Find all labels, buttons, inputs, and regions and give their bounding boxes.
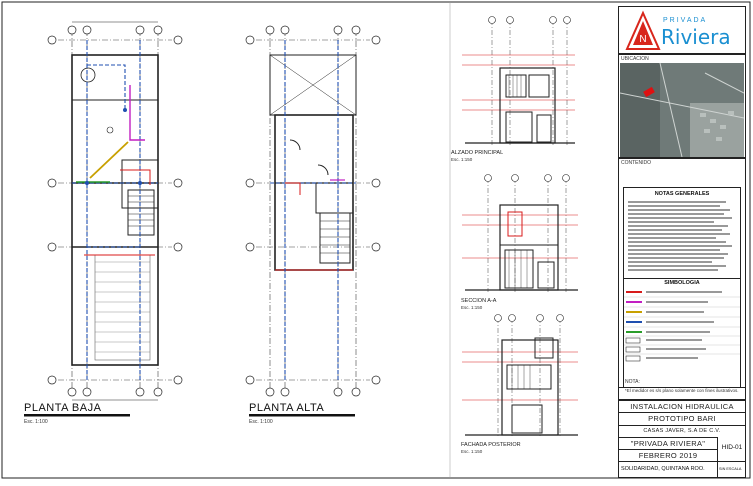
company-name: CASAS JAVER, S.A DE C.V. — [643, 428, 721, 434]
planta-baja-underline — [24, 414, 130, 417]
alzado-principal-scale: Esc. 1:150 — [451, 157, 473, 162]
planta-baja-title: PLANTA BAJA — [24, 402, 102, 414]
simbologia-title: SIMBOLOGIA — [664, 280, 700, 286]
drawing-date: FEBRERO 2019 — [638, 451, 698, 460]
alzado-principal-title: ALZADO PRINCIPAL — [451, 150, 503, 156]
contenido-box: CONTENIDO NOTAS GENERALES SIMBOLOGIA N — [618, 158, 746, 435]
drawing-info-box: INSTALACION HIDRAULICA PROTOTIPO BARI CA… — [618, 400, 746, 478]
prototype-name: PROTOTIPO BARI — [648, 414, 716, 423]
planta-alta-underline — [249, 414, 355, 417]
location-map — [620, 63, 744, 157]
seccion-scale: Esc. 1:150 — [461, 305, 483, 310]
notas-title: NOTAS GENERALES — [654, 191, 710, 197]
ubicacion-label: UBICACION — [621, 56, 649, 62]
location-text: SOLIDARIDAD, QUINTANA ROO. — [621, 466, 705, 472]
fachada-posterior-title: FACHADA POSTERIOR — [461, 442, 521, 448]
brand-top-text: PRIVADA — [663, 17, 708, 24]
seccion-aa-section — [462, 174, 578, 292]
alzado-principal-elevation — [462, 16, 575, 145]
sheet-border — [1, 1, 751, 479]
project-name: "PRIVADA RIVIERA" — [630, 439, 706, 448]
nota-box: *El medidor es s/s plano solamente con f… — [618, 388, 746, 400]
nota-text: *El medidor es s/s plano solamente con f… — [625, 388, 739, 393]
svg-text:N: N — [639, 34, 646, 45]
planta-alta-title: PLANTA ALTA — [249, 402, 324, 414]
planta-baja-scale: Esc. 1:100 — [24, 419, 48, 425]
simbologia-legend — [624, 291, 740, 362]
simbologia-divider — [623, 278, 741, 279]
fachada-posterior-elevation — [462, 314, 578, 436]
seccion-title: SECCION A-A — [461, 298, 497, 304]
brand-crest-icon: N — [625, 10, 661, 50]
scale-note: SIN ESCALA — [719, 467, 742, 471]
nota-label: NOTA: — [625, 379, 640, 385]
fachada-posterior-scale: Esc. 1:150 — [461, 449, 483, 454]
planta-alta-scale: Esc. 1:100 — [249, 419, 273, 425]
notas-text-block — [628, 201, 732, 271]
sheet-code: HID-01 — [721, 444, 743, 451]
brand-logo-box: N PRIVADA Riviera — [618, 6, 746, 54]
brand-name-text: Riviera — [661, 25, 731, 49]
drawing-title: INSTALACION HIDRAULICA — [630, 402, 734, 411]
ubicacion-box: UBICACION — [618, 54, 746, 158]
planta-alta-plan — [245, 25, 381, 397]
contenido-label: CONTENIDO — [621, 160, 651, 166]
planta-baja-plan — [47, 21, 183, 401]
